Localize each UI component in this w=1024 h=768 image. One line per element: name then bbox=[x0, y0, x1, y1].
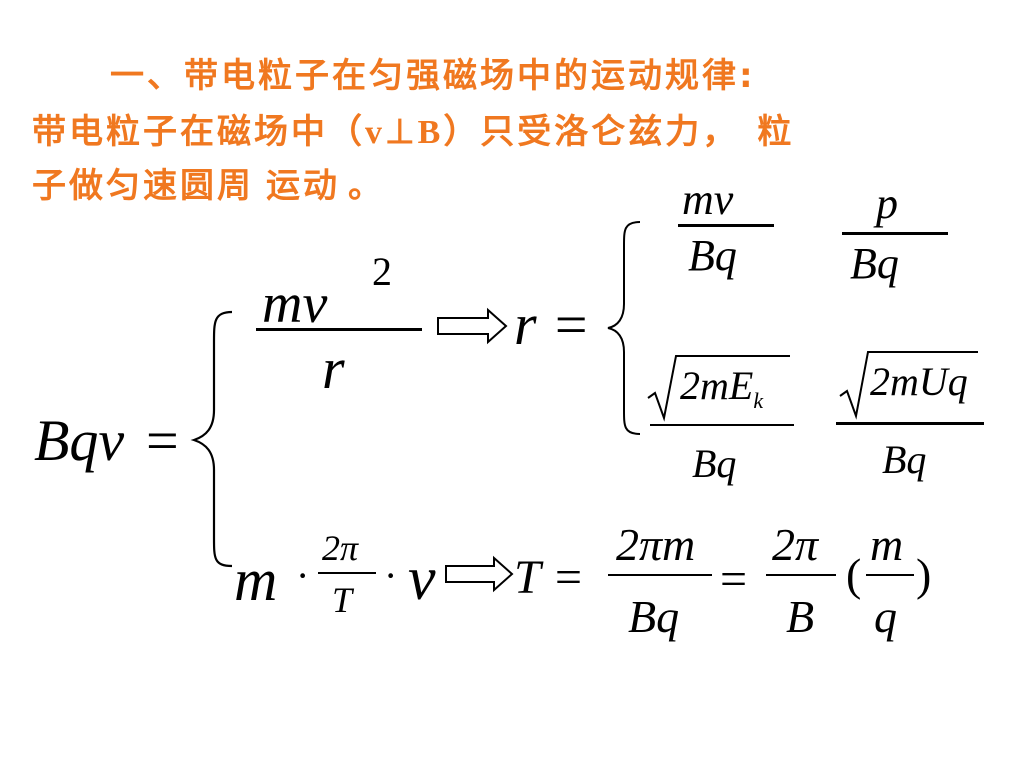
bottom-frac-bar bbox=[318, 572, 376, 574]
r4-denominator: Bq bbox=[882, 437, 927, 482]
r2-denominator: Bq bbox=[850, 239, 899, 288]
heading-line-2-d: 粒 bbox=[757, 112, 795, 152]
r4-radicand: 2mUq bbox=[870, 359, 968, 404]
r2-numerator: p bbox=[876, 179, 898, 228]
bottom-frac-denominator: T bbox=[332, 580, 353, 620]
heading-line-3: 子做匀速圆周运动。 bbox=[32, 158, 385, 207]
t1-denominator: Bq bbox=[628, 591, 680, 642]
heading-line-3-a: 子做匀速圆周 bbox=[32, 166, 254, 206]
bottom-dot-1: · bbox=[296, 553, 310, 598]
t1-numerator: 2πm bbox=[616, 519, 696, 570]
r1-fraction-bar bbox=[678, 224, 774, 227]
heading-v: v bbox=[365, 114, 385, 151]
arrow-bottom-icon bbox=[445, 555, 514, 593]
top-fraction-bar bbox=[256, 328, 422, 331]
r-equals: r = bbox=[514, 292, 591, 357]
t2-numerator: 2π bbox=[772, 519, 819, 570]
lhs-equals: = bbox=[146, 408, 179, 473]
sqrt-icon-1 bbox=[647, 355, 790, 422]
bottom-v: v bbox=[408, 545, 436, 613]
heading-b: B bbox=[417, 114, 444, 151]
r3-fraction-bar bbox=[650, 424, 794, 426]
r3-radicand-text: 2mE bbox=[680, 363, 754, 408]
r2-fraction-bar bbox=[842, 232, 948, 235]
r3-denominator: Bq bbox=[692, 441, 737, 486]
arrow-top-icon bbox=[437, 307, 508, 345]
sqrt-icon-2 bbox=[839, 351, 978, 420]
t2-denominator: B bbox=[786, 591, 815, 642]
t-equals: T = bbox=[514, 551, 585, 604]
small-brace bbox=[607, 221, 641, 435]
bottom-dot-2: · bbox=[384, 553, 398, 598]
top-denominator: r bbox=[322, 336, 345, 401]
t3-fraction-bar bbox=[866, 574, 914, 576]
r4-fraction-bar bbox=[836, 422, 984, 425]
r3-radicand: 2mEk bbox=[680, 366, 763, 412]
heading-line-2: 带电粒子在磁场中（v⊥B）只受洛仑兹力， 粒 bbox=[32, 104, 794, 153]
r1-denominator: Bq bbox=[688, 231, 737, 280]
heading-line-1: 一、带电粒子在匀强磁场中的运动规律: bbox=[110, 48, 756, 97]
lhs-bqv: Bqv bbox=[34, 408, 125, 473]
top-exponent: 2 bbox=[372, 249, 392, 294]
heading-perp: ⊥ bbox=[385, 114, 418, 151]
bottom-m: m bbox=[234, 547, 278, 613]
t-equals-2: = bbox=[720, 553, 748, 606]
heading-line-3-c: 。 bbox=[348, 166, 385, 206]
big-brace bbox=[190, 310, 233, 568]
bottom-frac-numerator: 2π bbox=[322, 528, 359, 568]
t2-fraction-bar bbox=[766, 574, 836, 576]
t3-denominator: q bbox=[874, 591, 897, 642]
heading-line-3-b: 运动 bbox=[266, 166, 340, 206]
r1-numerator: mv bbox=[682, 175, 734, 224]
t3-numerator: m bbox=[870, 519, 904, 570]
heading-line-1-text: 一、带电粒子在匀强磁场中的运动规律: bbox=[110, 56, 756, 96]
top-numerator: mv bbox=[262, 273, 328, 335]
r3-subscript: k bbox=[753, 388, 764, 413]
heading-line-2-c: ）只受洛仑兹力， bbox=[443, 112, 740, 152]
heading-line-2-a: 带电粒子在磁场中（ bbox=[32, 112, 365, 152]
t1-fraction-bar bbox=[608, 574, 712, 576]
paren-left: ( bbox=[846, 549, 862, 600]
paren-right: ) bbox=[916, 549, 932, 600]
